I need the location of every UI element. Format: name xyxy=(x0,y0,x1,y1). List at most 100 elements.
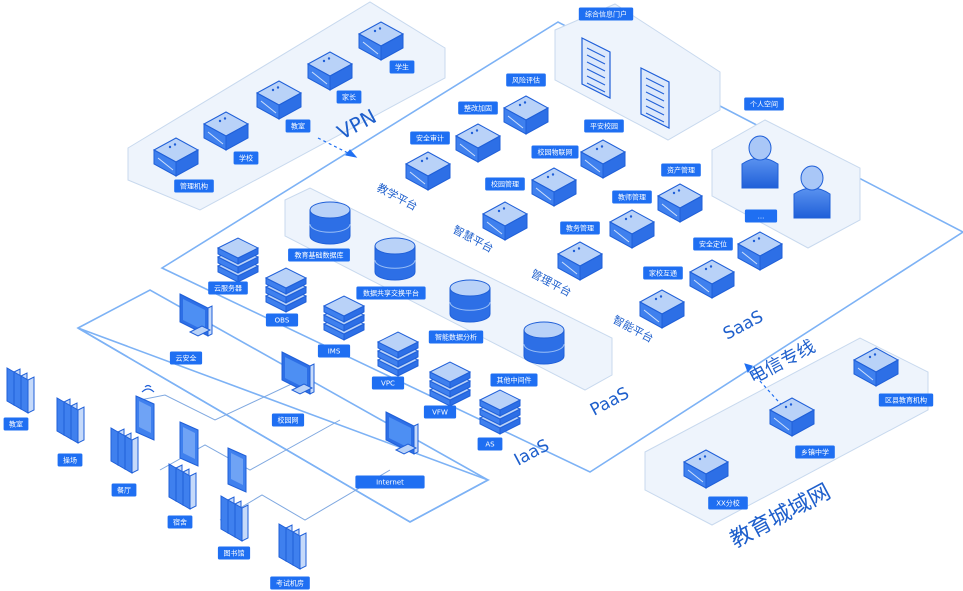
portal-tag-text: 综合信息门户 xyxy=(585,10,627,19)
saas-app-tag-0-text: 安全审计 xyxy=(416,134,444,143)
saas-app-server-9 xyxy=(736,231,784,271)
campus-site-tag-5-text: 考试机房 xyxy=(276,579,304,588)
saas-app-server-0 xyxy=(404,151,452,191)
paas-db-tag-1-text: 数据共享交换平台 xyxy=(363,289,419,298)
saas-app-server-11 xyxy=(638,289,686,329)
campus-site-tag-4: 图书馆 xyxy=(217,546,251,560)
portal-slab xyxy=(554,3,721,141)
wifi-icon xyxy=(141,384,155,393)
paas-db-tag-1: 数据共享交换平台 xyxy=(356,286,426,300)
metro-server-0 xyxy=(682,449,730,489)
metro-tag-2-text: 区县教育机构 xyxy=(885,396,927,405)
saas-app-tag-1: 整改加固 xyxy=(458,101,498,115)
saas-app-tag-10: 安全定位 xyxy=(693,237,733,251)
paas-database-icon-2 xyxy=(449,279,491,323)
vpn-tag-1: 学校 xyxy=(233,151,259,165)
personal-slab xyxy=(711,119,861,249)
saas-app-tag-1-text: 整改加固 xyxy=(464,104,492,113)
vpn-tag-0-text: 管理机构 xyxy=(180,182,208,191)
iaas-stack-icon-2 xyxy=(322,295,366,341)
metro-tag-1-text: 乡镇中学 xyxy=(801,448,829,457)
iaas-stack-tag-4: VFW xyxy=(423,405,457,419)
paas-db-tag-3-text: 其他中间件 xyxy=(497,376,532,385)
campus-device-icon-2 xyxy=(179,421,199,467)
paas-db-tag-2: 智能数据分析 xyxy=(428,330,484,344)
iaas-stack-icon-1 xyxy=(264,267,308,313)
saas-app-tag-4: 校园物联网 xyxy=(531,145,579,159)
iaas-stack-tag-5-text: AS xyxy=(485,441,495,449)
paas-database-icon-1 xyxy=(374,237,416,281)
platform-label-teaching: 教学平台 xyxy=(375,180,420,213)
vpn-tag-4-text: 学生 xyxy=(395,63,409,72)
paas-db-tag-0: 教育基础数据库 xyxy=(288,248,350,262)
saas-app-server-4 xyxy=(530,167,578,207)
saas-app-server-8 xyxy=(556,241,604,281)
vpn-server-0 xyxy=(152,137,200,177)
telecom-arrow-head xyxy=(744,363,753,374)
paas-label: PaaS xyxy=(587,383,633,420)
metro-server-1 xyxy=(768,397,816,437)
network-monitor-icon-2 xyxy=(385,411,419,455)
vpn-server-4 xyxy=(357,21,405,61)
saas-app-tag-9: ... xyxy=(744,209,778,223)
campus-site-tag-2: 餐厅 xyxy=(111,483,137,497)
saas-app-tag-8: 教务管理 xyxy=(560,221,600,235)
iaas-stack-icon-5 xyxy=(478,389,522,435)
network-monitor-tag-0-text: 云安全 xyxy=(176,354,197,363)
saas-app-tag-7-text: 教师管理 xyxy=(618,193,646,202)
campus-site-tag-5: 考试机房 xyxy=(270,576,310,590)
network-monitor-tag-1: 校园网 xyxy=(271,413,305,427)
lower-network-outline xyxy=(77,327,490,523)
metro-tag-0: XX分校 xyxy=(708,496,748,510)
iaas-stack-tag-0: 云服务器 xyxy=(208,281,248,295)
telecom-arrow xyxy=(749,369,787,411)
vpn-tag-0: 管理机构 xyxy=(174,179,214,193)
portal-document-icon-1 xyxy=(581,37,611,99)
saas-label: SaaS xyxy=(720,307,767,345)
portal-tag: 综合信息门户 xyxy=(578,7,634,21)
paas-database-icon-3 xyxy=(523,321,565,365)
vpn-tag-2: 教室 xyxy=(285,119,311,133)
saas-app-server-7 xyxy=(608,209,656,249)
campus-server-rack-icon-3 xyxy=(168,463,197,510)
campus-server-rack-icon-5 xyxy=(278,523,307,570)
saas-app-tag-9-text: ... xyxy=(758,213,765,221)
saas-app-tag-6: 资产管理 xyxy=(661,163,701,177)
campus-site-tag-2-text: 餐厅 xyxy=(117,486,131,495)
network-monitor-icon-1 xyxy=(281,351,315,395)
network-monitor-tag-1-text: 校园网 xyxy=(278,416,299,425)
iaas-stack-tag-0-text: 云服务器 xyxy=(214,284,242,293)
saas-app-tag-4-text: 校园物联网 xyxy=(538,148,573,157)
saas-app-tag-2-text: 风险评估 xyxy=(512,76,540,85)
vpn-arrow-head xyxy=(345,149,358,158)
iaas-stack-icon-3 xyxy=(376,331,420,377)
iaas-stack-tag-2-text: IMS xyxy=(328,348,341,356)
iaas-stack-icon-4 xyxy=(428,361,472,407)
iaas-label: IaaS xyxy=(511,436,553,471)
iaas-stack-tag-1: OBS xyxy=(265,313,299,327)
campus-site-tag-3: 宿舍 xyxy=(167,515,193,529)
metro-server-2 xyxy=(852,347,900,387)
paas-database-icon-0 xyxy=(309,201,351,245)
metro-tag-0-text: XX分校 xyxy=(716,499,740,508)
vpn-tag-2-text: 教室 xyxy=(291,122,305,131)
personal-tag-text: 个人空间 xyxy=(750,100,778,109)
iaas-stack-tag-3: VPC xyxy=(371,376,405,390)
iaas-stack-tag-5: AS xyxy=(477,437,503,451)
personal-tag: 个人空间 xyxy=(744,97,784,111)
vpn-tag-3: 家长 xyxy=(336,90,362,104)
iaas-stack-tag-1-text: OBS xyxy=(275,317,290,325)
campus-wifi-device-icon xyxy=(135,395,155,441)
iaas-stack-tag-2: IMS xyxy=(317,344,351,358)
saas-app-tag-7: 教师管理 xyxy=(612,190,652,204)
paas-db-tag-2-text: 智能数据分析 xyxy=(435,333,477,342)
campus-device-icon-3 xyxy=(227,447,247,493)
saas-app-tag-10-text: 安全定位 xyxy=(699,240,727,249)
saas-app-tag-11: 家校互通 xyxy=(643,266,683,280)
paas-db-tag-3: 其他中间件 xyxy=(490,373,538,387)
device-layer xyxy=(6,21,900,570)
vpn-arrow xyxy=(317,137,353,156)
saas-app-tag-5-text: 校园管理 xyxy=(491,180,519,189)
campus-server-rack-icon-0 xyxy=(6,367,35,414)
